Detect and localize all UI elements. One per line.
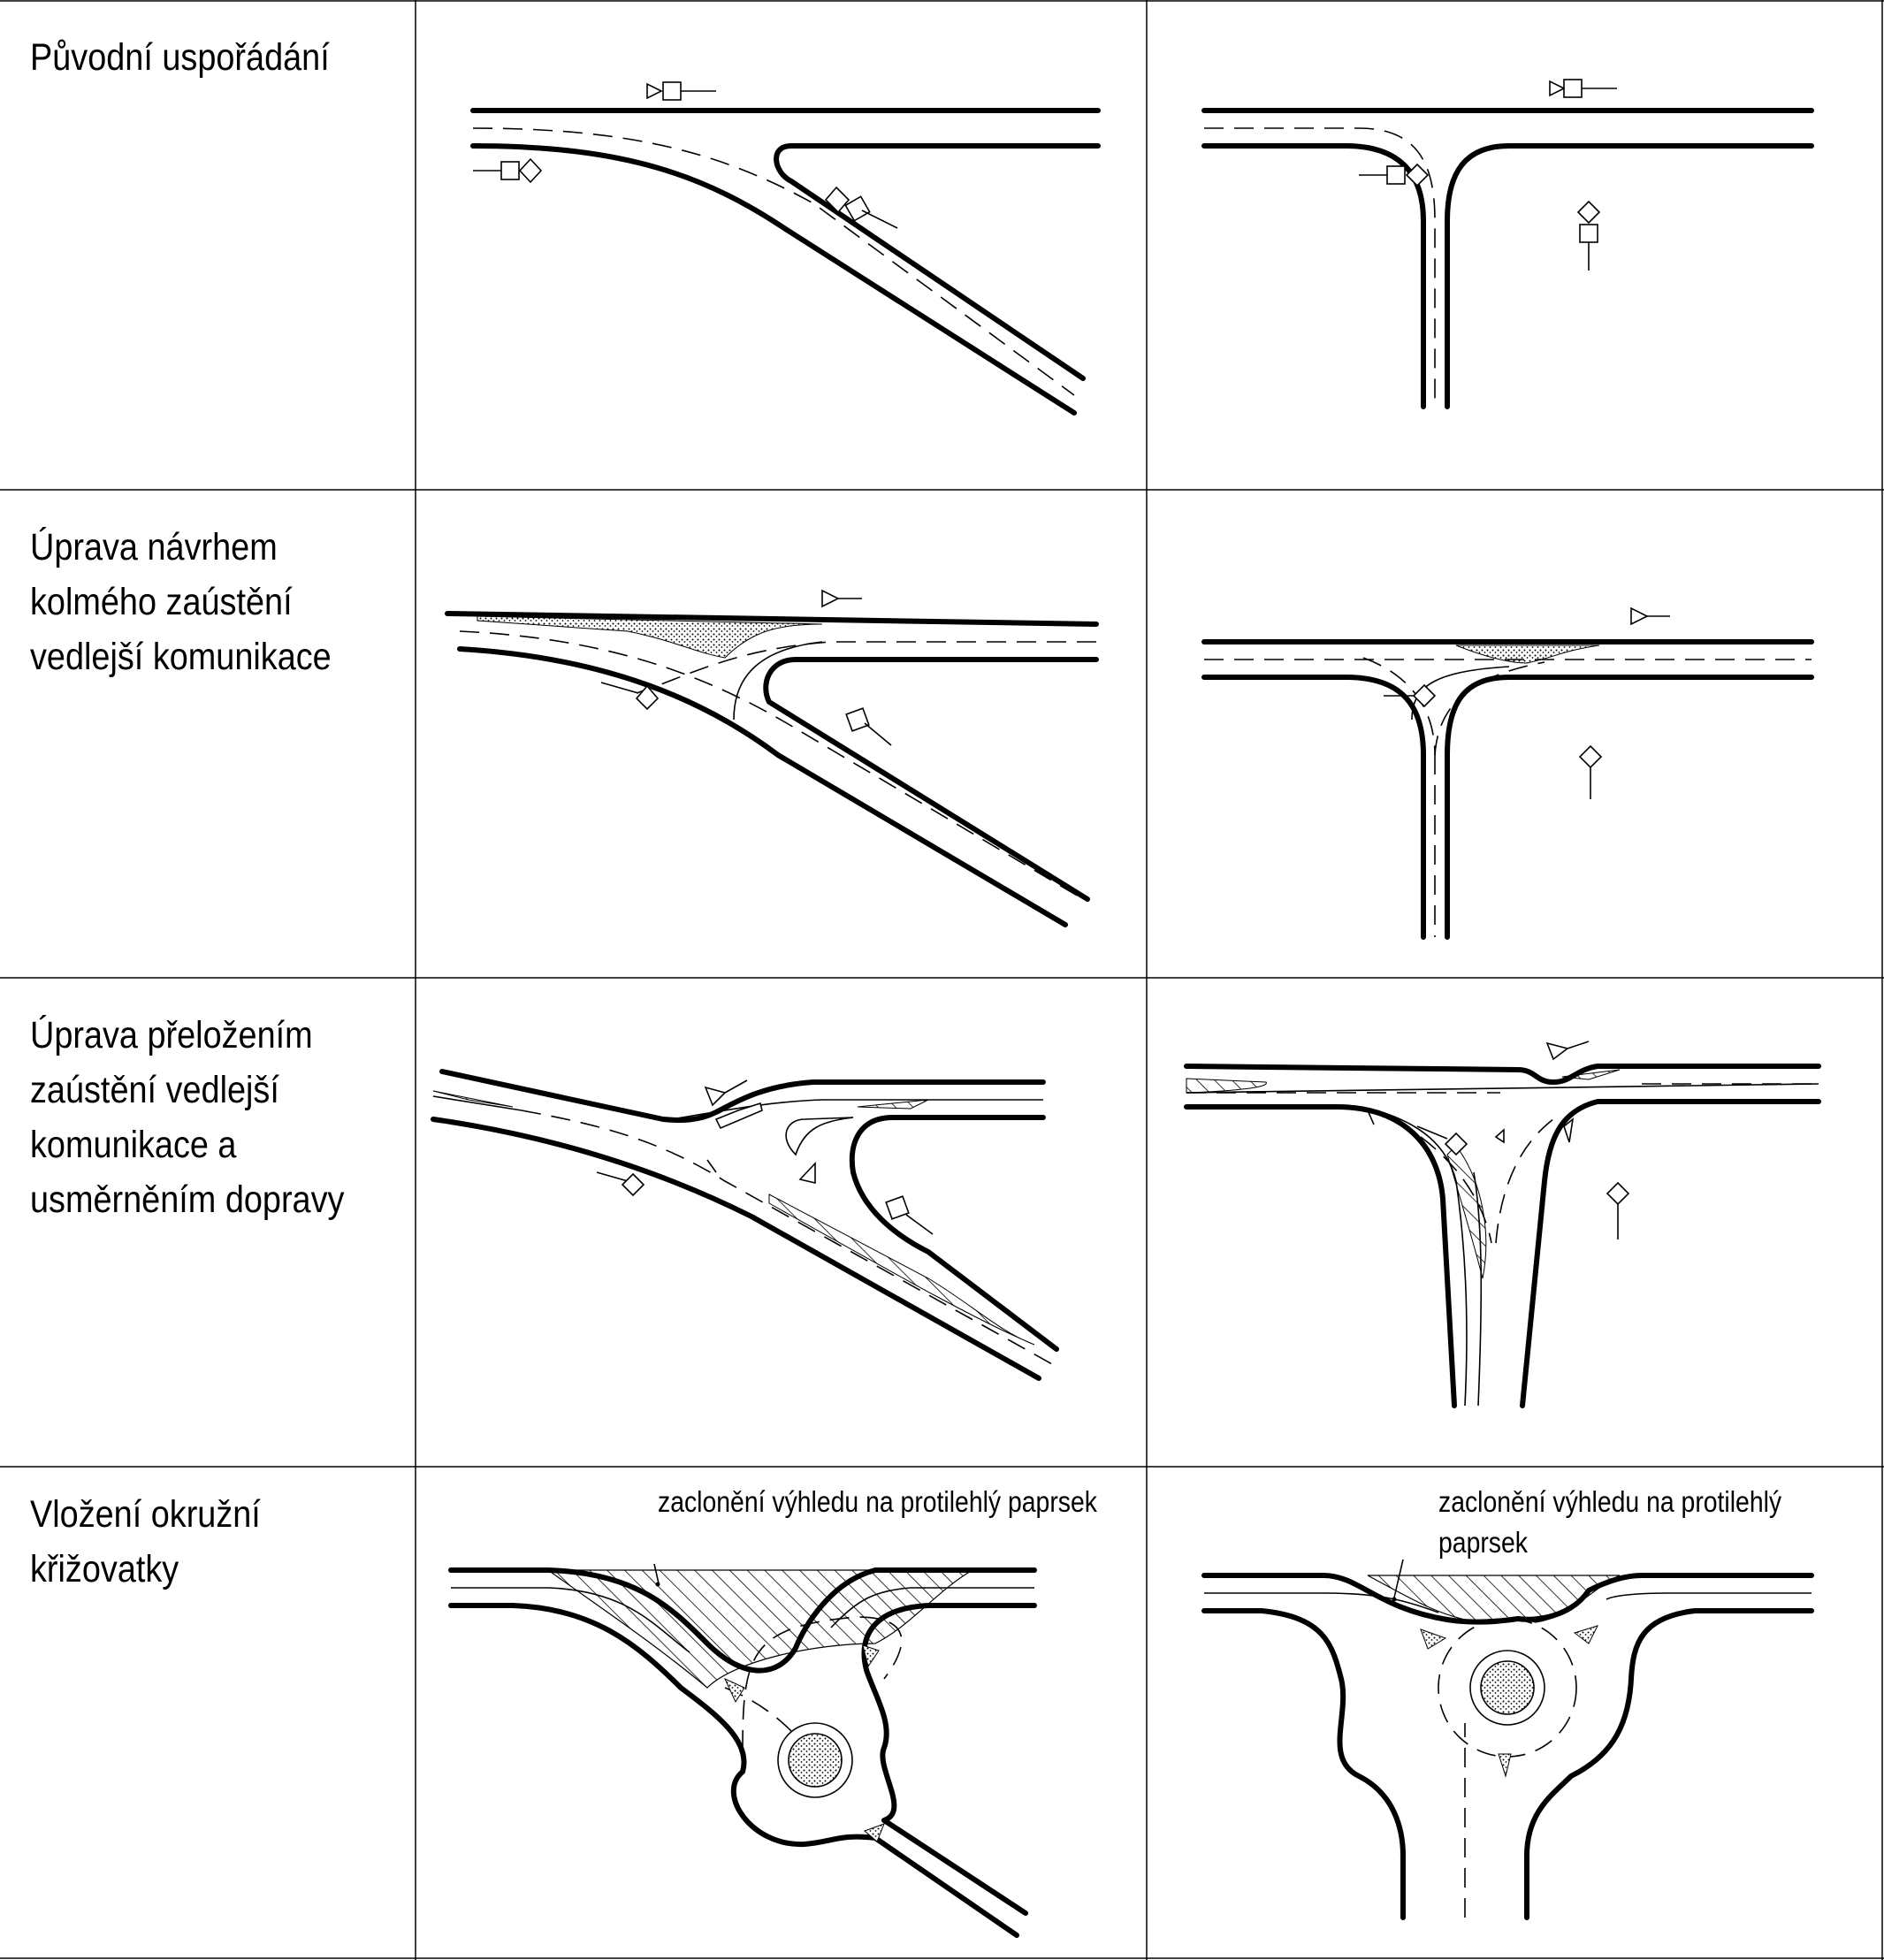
annotation-leader-dot [655, 1582, 660, 1587]
priority-road-sign-icon [1576, 200, 1601, 271]
give-way-sign-icon [704, 1079, 748, 1107]
diagram-roundabout-oblique [448, 1563, 1037, 1938]
give-way-sign-icon [1549, 79, 1617, 98]
label-line: křižovatky [30, 1548, 179, 1590]
annotation-obstruction-left: zaclonění výhledu na protilehlý paprsek [658, 1485, 1097, 1518]
label-line: vedlejší komunikace [30, 636, 332, 678]
priority-road-sign-icon [1359, 163, 1430, 187]
annotation-obstruction-right: zaclonění výhledu na protilehlý paprsek [1438, 1482, 1781, 1563]
give-way-sign-icon [646, 81, 716, 101]
give-way-sign-icon [1630, 606, 1670, 626]
row-label-original: Původní uspořádání [30, 30, 330, 85]
label-line: Původní uspořádání [30, 36, 330, 79]
diagram-relocation-t [1184, 1041, 1821, 1408]
label-line: zaústění vedlejší [30, 1069, 279, 1111]
annotation-leader-dot [1392, 1597, 1397, 1602]
label-line: Úprava přeložením [30, 1014, 313, 1056]
priority-road-sign-icon [1606, 1181, 1630, 1239]
annotation-line: paprsek [1438, 1526, 1528, 1559]
priority-road-sign-icon [473, 157, 543, 184]
priority-road-sign-icon [1416, 1125, 1468, 1156]
label-line: komunikace a [30, 1124, 237, 1166]
priority-road-sign-icon [885, 1195, 934, 1235]
give-way-sign-icon [821, 589, 862, 608]
diagram-roundabout-t [1201, 1559, 1814, 1920]
diagram-perpendicular-t [1201, 606, 1814, 940]
annotation-line: zaclonění výhledu na protilehlý [1438, 1485, 1782, 1518]
priority-road-sign-icon [1384, 683, 1437, 708]
row-label-perpendicular: Úprava návrhem kolmého zaústění vedlejší… [30, 520, 332, 684]
priority-road-sign-icon [845, 707, 892, 746]
row-label-roundabout: Vložení okružní křižovatky [30, 1487, 261, 1597]
give-way-sign-icon [1545, 1041, 1590, 1061]
annotation-leader-line [1393, 1559, 1404, 1598]
priority-road-sign-icon [600, 682, 660, 711]
label-line: Úprava návrhem [30, 526, 278, 568]
priority-road-sign-icon [1578, 744, 1603, 799]
diagram-original-oblique [470, 81, 1101, 416]
row-label-relocation: Úprava přeložením zaústění vedlejší komu… [30, 1008, 344, 1227]
label-line: Vložení okružní [30, 1493, 261, 1536]
priority-road-sign-icon [596, 1171, 645, 1197]
label-line: usměrněním dopravy [30, 1178, 345, 1221]
diagram-original-t [1201, 79, 1814, 409]
diagram-relocation-oblique [431, 1069, 1059, 1381]
annotation-leader-line [653, 1563, 660, 1584]
diagram-perpendicular-oblique [445, 589, 1099, 927]
priority-road-sign-icon [824, 186, 898, 229]
label-line: kolmého zaústění [30, 581, 293, 623]
